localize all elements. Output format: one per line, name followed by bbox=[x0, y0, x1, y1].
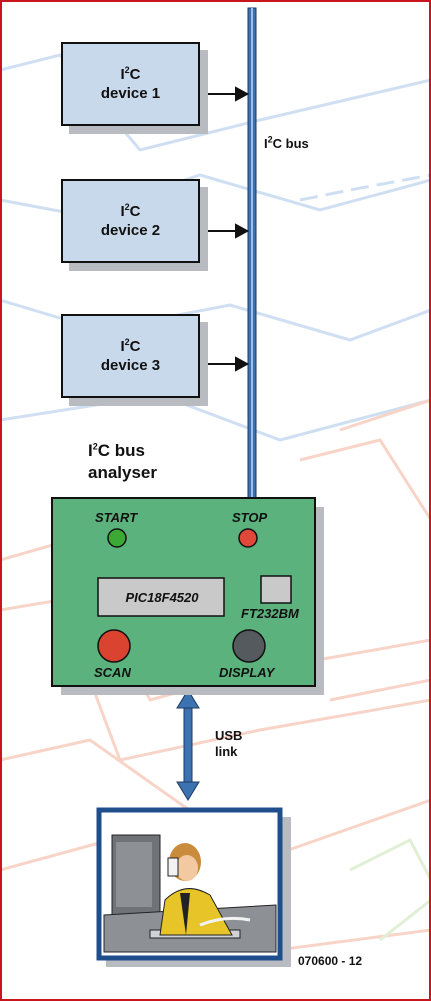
bus-label: I2C bus bbox=[264, 134, 309, 151]
i2c-device-3: I2C device 3 bbox=[61, 314, 200, 398]
pic-chip bbox=[97, 577, 225, 617]
figure-id: 070600 - 12 bbox=[298, 954, 363, 968]
usb-label: USB link bbox=[215, 728, 243, 759]
scan-button bbox=[97, 629, 131, 663]
i2c-device-1: I2C device 1 bbox=[61, 42, 200, 126]
stop-led bbox=[238, 528, 258, 548]
device-2-label-line2: device 2 bbox=[100, 222, 161, 239]
device-1-label-line1: I2C bbox=[120, 65, 141, 84]
start-label: START bbox=[95, 510, 138, 525]
start-led bbox=[107, 528, 127, 548]
device-2-label-line1: I2C bbox=[120, 202, 141, 221]
display-button bbox=[232, 629, 266, 663]
usb-link-arrow bbox=[176, 689, 200, 801]
pic-chip-label: PIC18F4520 bbox=[125, 590, 199, 605]
i2c-device-2: I2C device 2 bbox=[61, 179, 200, 263]
scan-label: SCAN bbox=[94, 665, 131, 680]
operator-illustration bbox=[103, 834, 277, 953]
device-3-label-line1: I2C bbox=[120, 337, 141, 356]
ft232bm-label: FT232BM bbox=[241, 606, 299, 621]
ft232bm-chip bbox=[260, 575, 292, 604]
analyser-title: I2C bus analyser bbox=[88, 441, 157, 482]
stop-label: STOP bbox=[232, 510, 268, 525]
device-3-label-line2: device 3 bbox=[100, 357, 161, 374]
display-label: DISPLAY bbox=[219, 665, 275, 680]
device-1-label-line2: device 1 bbox=[100, 85, 161, 102]
